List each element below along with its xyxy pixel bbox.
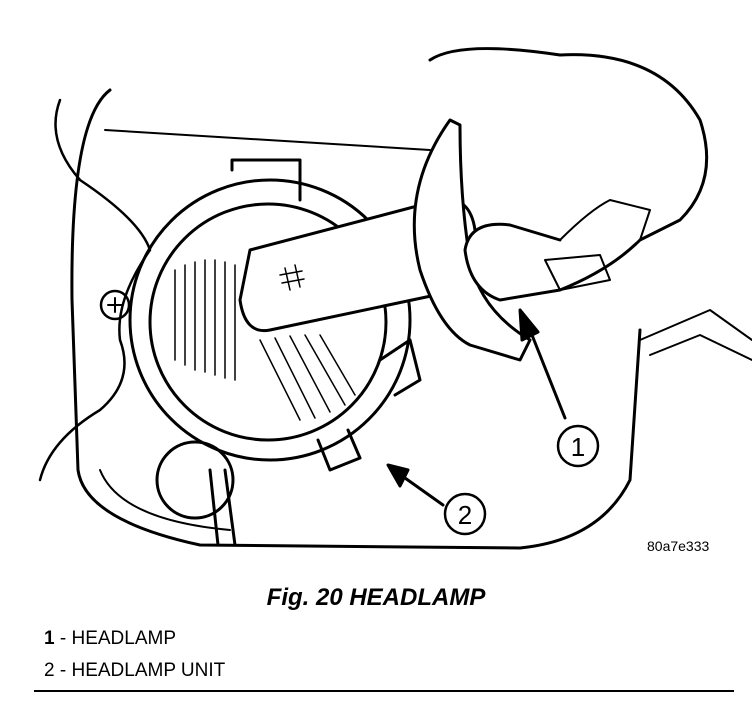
bulb-mark — [279, 264, 305, 291]
callout-1-circle — [556, 424, 600, 468]
legend-label: HEADLAMP — [71, 628, 176, 649]
side-bracket — [639, 309, 752, 361]
legend-number: 2 — [44, 660, 55, 681]
hand-finger-line — [559, 199, 651, 241]
legend-separator: - — [54, 660, 72, 681]
wire-harness — [38, 98, 152, 482]
mounting-screw — [99, 289, 131, 321]
ring-tab-right — [378, 338, 422, 397]
legend-item: 1 - HEADLAMP — [44, 628, 176, 650]
callout-2-leader — [403, 476, 445, 507]
callout-2-number: 2 — [458, 500, 472, 530]
figure-reference-code: 80a7e333 — [647, 538, 710, 554]
ring-tab-top — [230, 158, 302, 202]
ring-tab-bottom — [316, 428, 362, 472]
figure-caption: Fig. 20 HEADLAMP — [266, 584, 486, 611]
callout-2-arrowhead — [386, 463, 410, 488]
housing-outline — [70, 88, 642, 550]
legend-separator: - — [54, 628, 72, 649]
bulb-flange — [412, 118, 532, 362]
headlamp-illustration: 1 2 — [38, 47, 752, 550]
callout-2-circle — [443, 492, 487, 536]
connector-tab — [544, 254, 611, 291]
housing-inner-edge — [99, 129, 431, 531]
legend-label: HEADLAMP UNIT — [71, 660, 226, 681]
reflector-hatch — [174, 259, 356, 421]
callout-1-number: 1 — [571, 432, 585, 462]
lower-socket — [155, 440, 235, 520]
callout-1-leader — [528, 328, 567, 420]
legend-item: 2 - HEADLAMP UNIT — [44, 660, 225, 682]
hand-outline — [428, 47, 709, 302]
bottom-divider — [34, 690, 734, 692]
socket-ring-inner — [148, 202, 388, 442]
legend-number: 1 — [44, 628, 55, 649]
callout-1-arrowhead — [518, 308, 540, 342]
socket-ring-outer — [128, 178, 412, 462]
